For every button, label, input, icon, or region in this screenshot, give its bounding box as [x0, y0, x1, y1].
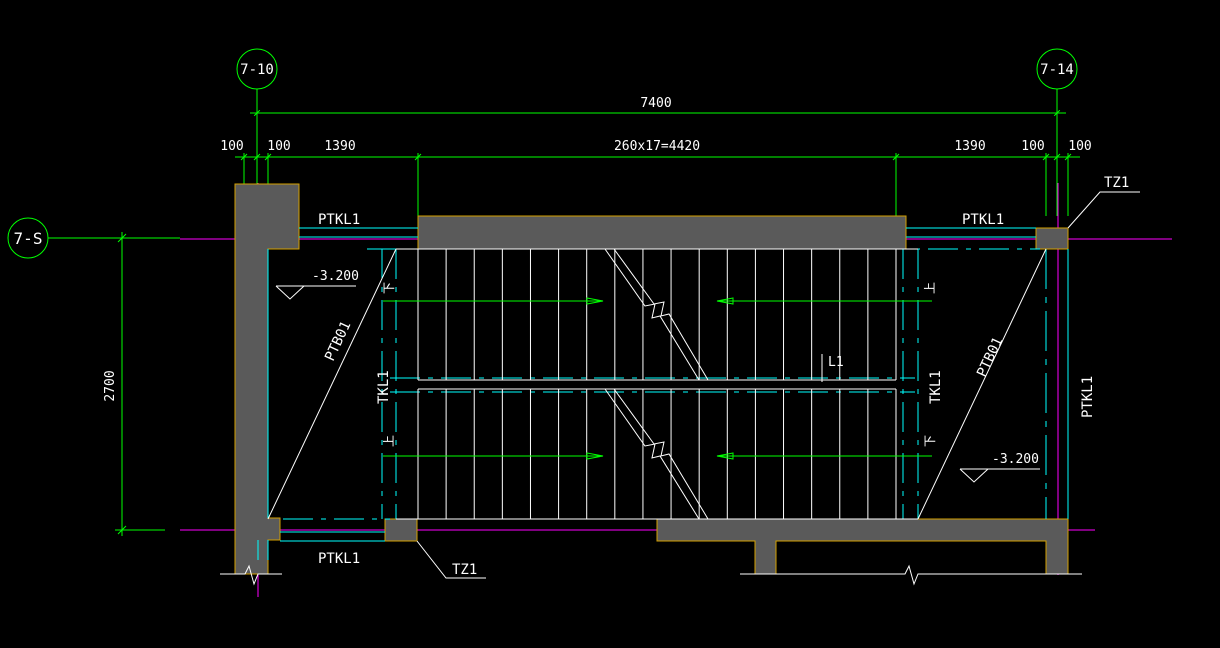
break-symbols [220, 540, 1082, 586]
grid-label-right-top: 7-14 [1040, 62, 1074, 78]
ptb01-left-line [267, 248, 397, 520]
concrete-elements [234, 183, 1069, 575]
label-ptkl1-top-right: PTKL1 [962, 212, 1004, 228]
label-up-bottom-left: 上 [382, 435, 396, 447]
dim-1390-left: 1390 [324, 139, 355, 154]
ptb01-right-line [917, 248, 1047, 520]
grid-bubble-left-side: 7-S [7, 217, 180, 259]
label-tz1-top: TZ1 [1104, 175, 1129, 191]
grid-label-left-top: 7-10 [240, 62, 274, 78]
elevation-right-text: -3.200 [992, 452, 1039, 467]
direction-arrows [383, 297, 932, 460]
left-wall [234, 183, 300, 575]
label-ptkl1-top-left: PTKL1 [318, 212, 360, 228]
label-ptb01-left: PTB01 [322, 319, 354, 364]
label-tz1-bottom: TZ1 [452, 562, 477, 578]
tz1-leaders [416, 191, 1140, 579]
label-ptb01-right: PTB01 [974, 335, 1006, 380]
stair-treads [417, 249, 897, 519]
label-ptkl1-right-vertical: PTKL1 [1080, 376, 1096, 418]
dim-total: 7400 [640, 96, 671, 111]
bottom-landing [656, 518, 1069, 575]
dim-100-d: 100 [1068, 139, 1091, 154]
bottom-column-tz1 [384, 518, 418, 542]
label-l1: L1 [828, 355, 844, 370]
dim-steps: 260x17=4420 [614, 139, 700, 154]
elevation-left: -3.200 [275, 269, 359, 300]
right-column-tz1 [1035, 227, 1069, 250]
dimension-texts: 7400 100 100 1390 260x17=4420 1390 100 1… [103, 96, 1092, 402]
dim-100-c: 100 [1021, 139, 1044, 154]
elevation-right: -3.200 [959, 452, 1040, 483]
dim-height: 2700 [103, 370, 118, 401]
elevation-left-text: -3.200 [312, 269, 359, 284]
label-ptkl1-bottom: PTKL1 [318, 551, 360, 567]
top-beam [417, 215, 907, 250]
label-up-top-right: 上 [923, 282, 937, 294]
label-down-top-left: 下 [382, 282, 396, 294]
dim-100-b: 100 [267, 139, 290, 154]
label-tkl1-right: TKL1 [928, 370, 944, 404]
label-tkl1-left: TKL1 [376, 370, 392, 404]
dim-100-a: 100 [220, 139, 243, 154]
grid-label-left-side: 7-S [14, 229, 43, 248]
label-down-bottom-right: 下 [923, 435, 937, 447]
dim-1390-right: 1390 [954, 139, 985, 154]
stair-outlines [267, 248, 1047, 520]
